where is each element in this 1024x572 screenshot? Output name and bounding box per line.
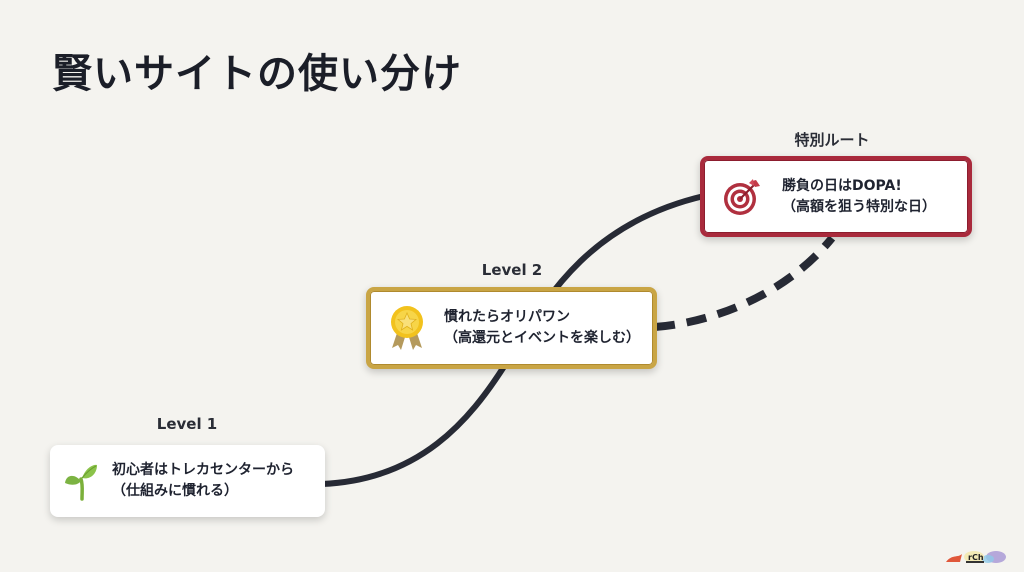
step-card-level-2: 慣れたらオリパワン （高還元とイベントを楽しむ） [366,287,657,369]
page-title: 賢いサイトの使い分け [52,51,462,97]
step-card-level-1: 初心者はトレカセンターから （仕組みに慣れる） [50,445,325,517]
target-dart-icon [722,177,762,217]
svg-text:rCh: rCh [968,553,984,562]
step-subtitle: （高額を狙う特別な日） [782,198,936,215]
gold-medal-icon [388,304,426,352]
sprout-icon [64,461,98,501]
step-title: 慣れたらオリパワン [444,309,570,325]
level-1-label: Level 1 [156,415,218,433]
dashed-connector [654,235,836,331]
step-subtitle: （仕組みに慣れる） [112,483,238,499]
step-text: 初心者はトレカセンターから （仕組みに慣れる） [112,460,294,502]
special-route-label: 特別ルート [794,131,870,149]
step-title: 初心者はトレカセンターから [112,462,294,478]
step-text: 慣れたらオリパワン （高還元とイベントを楽しむ） [444,307,640,349]
logo-mark: rCh [944,548,1010,566]
step-card-special-route: 勝負の日はDOPA! （高額を狙う特別な日） [700,156,972,237]
step-title: 勝負の日はDOPA! [782,177,902,194]
step-subtitle: （高還元とイベントを楽しむ） [444,330,640,346]
step-text: 勝負の日はDOPA! （高額を狙う特別な日） [782,176,936,218]
level-2-label: Level 2 [481,261,543,279]
